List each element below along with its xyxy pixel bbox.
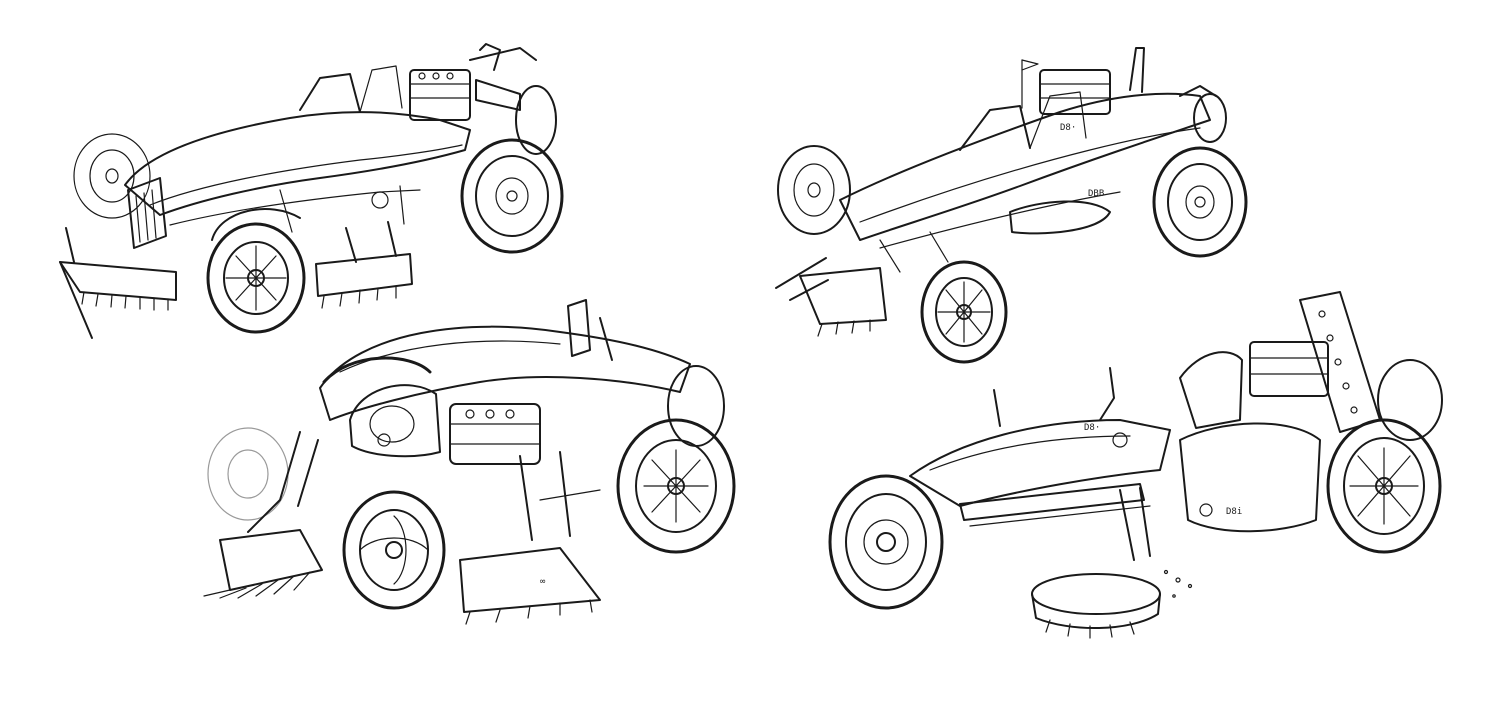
perforated-exhaust — [1299, 291, 1381, 433]
sketch-bottom-left-truck: ∞ — [203, 299, 736, 625]
tank-stamp: D8· — [1084, 423, 1100, 433]
seat — [1179, 351, 1243, 429]
handlebar-left — [1099, 367, 1115, 421]
underbody-rail — [539, 489, 601, 501]
body-shell — [319, 325, 691, 421]
chassis-body — [124, 111, 471, 216]
tank-seam — [929, 435, 1131, 471]
rear-wheel-far — [1377, 359, 1443, 441]
engine-bay — [449, 403, 541, 465]
panel-stamp: D8· — [1060, 123, 1076, 133]
front-wheel-far — [73, 133, 151, 219]
rear-gear-icon — [1199, 503, 1213, 517]
mid-brush — [315, 221, 413, 309]
front-wheel-far — [207, 427, 289, 521]
front-wheel-near — [342, 490, 446, 610]
rear-wheel-far — [1193, 93, 1227, 143]
exhaust-riser — [1129, 47, 1145, 93]
exhaust-pipe — [475, 79, 521, 111]
front-cowl — [322, 356, 432, 384]
rear-wheel — [616, 418, 736, 554]
rear-wheel-far — [515, 85, 557, 155]
front-wheel-far — [777, 145, 851, 235]
mirror-stalk — [993, 389, 1001, 427]
rear-upright — [567, 299, 591, 357]
exhaust-riser — [479, 43, 501, 71]
suspension-struts — [879, 231, 949, 273]
frame-midline — [859, 127, 1201, 223]
center-brushes: ∞ — [459, 451, 601, 625]
gear-emblem-icon — [1112, 432, 1128, 448]
front-fork — [959, 483, 1145, 521]
front-wheel-near — [920, 260, 1008, 364]
engine-block — [1039, 69, 1111, 115]
rear-arm — [469, 47, 537, 61]
rear-arm — [599, 317, 613, 361]
front-brush — [775, 257, 887, 337]
front-brush — [59, 227, 177, 339]
suspension-struts — [279, 185, 405, 233]
side-tank — [1009, 200, 1111, 235]
cockpit — [349, 384, 441, 458]
flag — [1021, 59, 1039, 109]
side-stamp: DBB — [1088, 189, 1104, 199]
roll-bar — [299, 73, 361, 113]
sketch-bottom-right-bike: D8· D8i — [828, 291, 1443, 639]
rear-stamp: D8i — [1226, 507, 1242, 517]
engine-block — [1249, 341, 1329, 397]
rear-pod — [1179, 422, 1321, 533]
stand-brush — [1031, 487, 1161, 639]
brush-stamp: ∞ — [540, 577, 546, 587]
body-line — [149, 144, 463, 206]
rear-wheel — [460, 138, 564, 254]
cockpit-cage — [959, 105, 1031, 151]
rear-wheel — [1152, 146, 1248, 258]
fork-lower — [969, 505, 1151, 527]
rear-wheel-far — [667, 365, 725, 447]
left-arm-brush — [203, 431, 323, 599]
lower-rail — [169, 189, 421, 226]
debris-dots — [1163, 569, 1193, 598]
gear-emblem-icon — [371, 191, 389, 209]
front-wheel-near — [206, 222, 306, 334]
rear-wheel — [1326, 418, 1442, 554]
frame-lower — [879, 191, 1121, 249]
body-crest — [339, 340, 561, 373]
front-grille — [127, 177, 167, 249]
rear-spoiler — [1179, 85, 1217, 97]
front-fender — [211, 208, 301, 241]
fuel-tank — [909, 419, 1171, 507]
seat-back — [359, 65, 403, 113]
frame-rail — [839, 92, 1211, 241]
engine-block — [409, 69, 471, 121]
front-wheel — [828, 474, 944, 610]
sketch-top-left-buggy — [59, 43, 564, 339]
sketch-top-right-buggy: DBB D8· — [775, 47, 1248, 364]
